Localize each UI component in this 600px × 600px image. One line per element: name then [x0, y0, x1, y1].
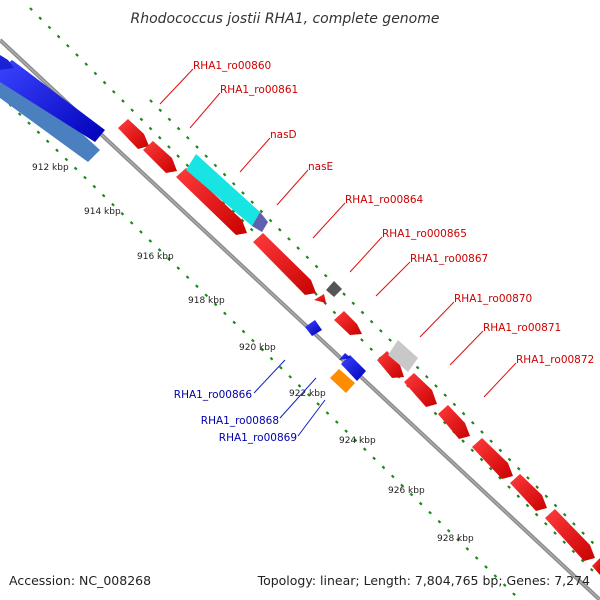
left-edge-features: [0, 55, 105, 162]
reverse-gene-left-long: [0, 60, 105, 142]
kbp-label: 912 kbp: [32, 163, 69, 173]
gene-label: RHA1_ro00866: [174, 389, 253, 401]
gene-label: RHA1_ro00864: [345, 194, 424, 206]
reverse-gene-left-short: [0, 55, 14, 70]
kbp-label: 924 kbp: [339, 436, 376, 446]
gene-forward-9: [510, 474, 547, 511]
reverse-genes: [305, 320, 366, 393]
tick-guide-upper-inner: [149, 99, 600, 551]
forward-gene-callouts: [159, 68, 517, 398]
kbp-label: 920 kbp: [239, 343, 276, 353]
gene-label: RHA1_ro00867: [410, 253, 488, 265]
gene-RHA1_ro00866: [305, 320, 322, 336]
reverse-gene-callouts: [253, 359, 326, 437]
nasD-end-cap: [252, 212, 268, 232]
gene-RHA1_ro00860: [118, 119, 149, 149]
kbp-label: 918 kbp: [188, 296, 225, 306]
gene-forward-11: [592, 558, 600, 575]
kbp-label: 914 kbp: [84, 207, 121, 217]
gene-nasD: [186, 154, 260, 226]
kbp-label: 922 kbp: [289, 389, 326, 399]
outer-features: [186, 154, 418, 372]
gene-RHA1_ro00868: [341, 355, 366, 381]
gene-label: RHA1_ro00869: [219, 432, 297, 444]
grey-feature: [388, 340, 418, 372]
gene-label: RHA1_ro00861: [220, 84, 298, 96]
gene-label: nasE: [308, 161, 333, 173]
kbp-scale-labels: 912 kbp 914 kbp 916 kbp 918 kbp 920 kbp …: [32, 163, 474, 544]
kbp-label: 916 kbp: [137, 252, 174, 262]
gene-label: nasD: [270, 129, 297, 141]
gene-RHA1_ro00871: [438, 405, 470, 439]
kbp-label: 928 kbp: [437, 534, 474, 544]
genome-title: Rhodococcus jostii RHA1, complete genome: [130, 11, 439, 27]
reverse-gene-labels: RHA1_ro00866 RHA1_ro00868 RHA1_ro00869: [174, 389, 297, 444]
gene-RHA1_ro00870: [404, 373, 437, 407]
gene-label: RHA1_ro00868: [201, 415, 279, 427]
gene-RHA1_ro00867: [377, 351, 404, 378]
gene-nasE: [176, 168, 247, 235]
gene-RHA1_ro00864: [253, 233, 316, 295]
forward-genes: [118, 119, 600, 575]
gene-label: RHA1_ro00860: [193, 60, 271, 72]
gene-label: RHA1_ro000865: [382, 228, 467, 240]
gene-label: RHA1_ro00872: [516, 354, 594, 366]
gene-RHA1_ro00869: [330, 369, 355, 393]
gene-RHA1_ro000865: [334, 311, 362, 335]
gene-RHA1_ro00861: [143, 141, 177, 173]
gene-reverse-small: [339, 353, 351, 360]
gene-label: RHA1_ro00870: [454, 293, 532, 305]
accession-text: Accession: NC_008268: [9, 573, 151, 588]
gene-forward-10: [545, 509, 595, 561]
dark-feature: [326, 281, 342, 297]
gene-label: RHA1_ro00871: [483, 322, 561, 334]
gene-small-forward: [314, 294, 326, 303]
gene-RHA1_ro00872: [472, 438, 513, 479]
forward-gene-labels: RHA1_ro00860 RHA1_ro00861 nasD nasE RHA1…: [193, 60, 594, 366]
genome-summary-text: Topology: linear; Length: 7,804,765 bp; …: [257, 573, 590, 588]
kbp-label: 926 kbp: [388, 486, 425, 496]
